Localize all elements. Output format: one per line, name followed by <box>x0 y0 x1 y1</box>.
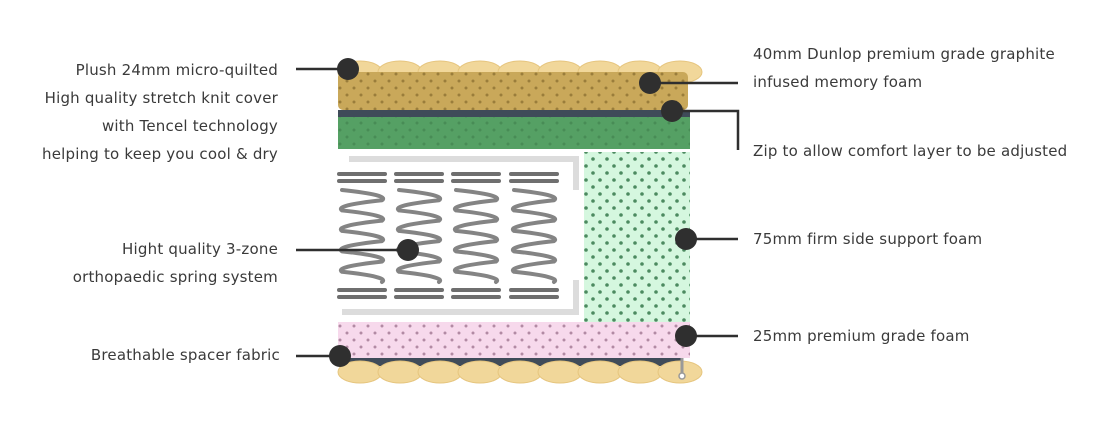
marker-dot <box>639 72 661 94</box>
quilt-bump <box>537 360 583 384</box>
label-line: 40mm Dunlop premium grade graphite <box>753 45 1055 63</box>
label-memory-foam: 40mm Dunlop premium grade graphite infus… <box>753 40 1055 96</box>
label-line: helping to keep you cool & dry <box>41 145 278 163</box>
zip-pull-ring <box>678 372 686 380</box>
leader-zip <box>672 109 740 150</box>
label-line: Hight quality 3-zone <box>122 240 278 258</box>
label-spring-system: Hight quality 3-zone orthopaedic spring … <box>73 235 278 291</box>
quilt-bump <box>457 360 503 384</box>
label-quilted-cover: Plush 24mm micro-quilted High quality st… <box>42 56 278 168</box>
frame-bottom-bracket <box>342 280 579 315</box>
spring-coils <box>337 172 559 299</box>
spring <box>337 172 387 299</box>
spring-coil <box>452 188 500 284</box>
frame-top-bracket <box>349 156 579 190</box>
base-foam-texture <box>338 322 690 358</box>
quilted-bottom-cover <box>337 358 703 384</box>
quilt-bump <box>657 360 703 384</box>
label-line: infused memory foam <box>753 73 923 91</box>
spring <box>451 172 501 299</box>
spring-coil <box>510 188 558 284</box>
label-base-foam: 25mm premium grade foam <box>753 322 970 350</box>
quilt-bump <box>497 360 543 384</box>
label-line: 75mm firm side support foam <box>753 230 983 248</box>
label-spacer-fabric: Breathable spacer fabric <box>91 341 280 369</box>
memory-foam-texture <box>338 72 688 110</box>
label-line: orthopaedic spring system <box>72 268 278 286</box>
label-line: Zip to allow comfort layer to be adjuste… <box>753 142 1068 160</box>
spring-frame <box>342 156 579 315</box>
spring <box>509 172 559 299</box>
side-support-foam-texture <box>584 152 690 322</box>
marker-dot <box>675 228 697 250</box>
zip-band <box>338 110 690 117</box>
label-line: Plush 24mm micro-quilted <box>75 61 278 79</box>
spring-coil <box>338 188 386 284</box>
spring <box>394 172 444 299</box>
marker-dot <box>329 345 351 367</box>
marker-dot <box>337 58 359 80</box>
label-line: with Tencel technology <box>101 117 278 135</box>
marker-dot <box>661 100 683 122</box>
label-line: Breathable spacer fabric <box>90 346 280 364</box>
quilt-bump <box>577 360 623 384</box>
marker-dot <box>397 239 419 261</box>
spring-coil <box>395 188 443 284</box>
quilt-bump <box>617 360 663 384</box>
label-zip: Zip to allow comfort layer to be adjuste… <box>753 137 1067 165</box>
label-line: 25mm premium grade foam <box>753 327 970 345</box>
comfort-layer-texture <box>338 117 690 149</box>
label-line: High quality stretch knit cover <box>44 89 278 107</box>
quilt-bump <box>417 360 463 384</box>
quilt-bump <box>377 360 423 384</box>
marker-dot <box>675 325 697 347</box>
label-side-foam: 75mm firm side support foam <box>753 225 982 253</box>
